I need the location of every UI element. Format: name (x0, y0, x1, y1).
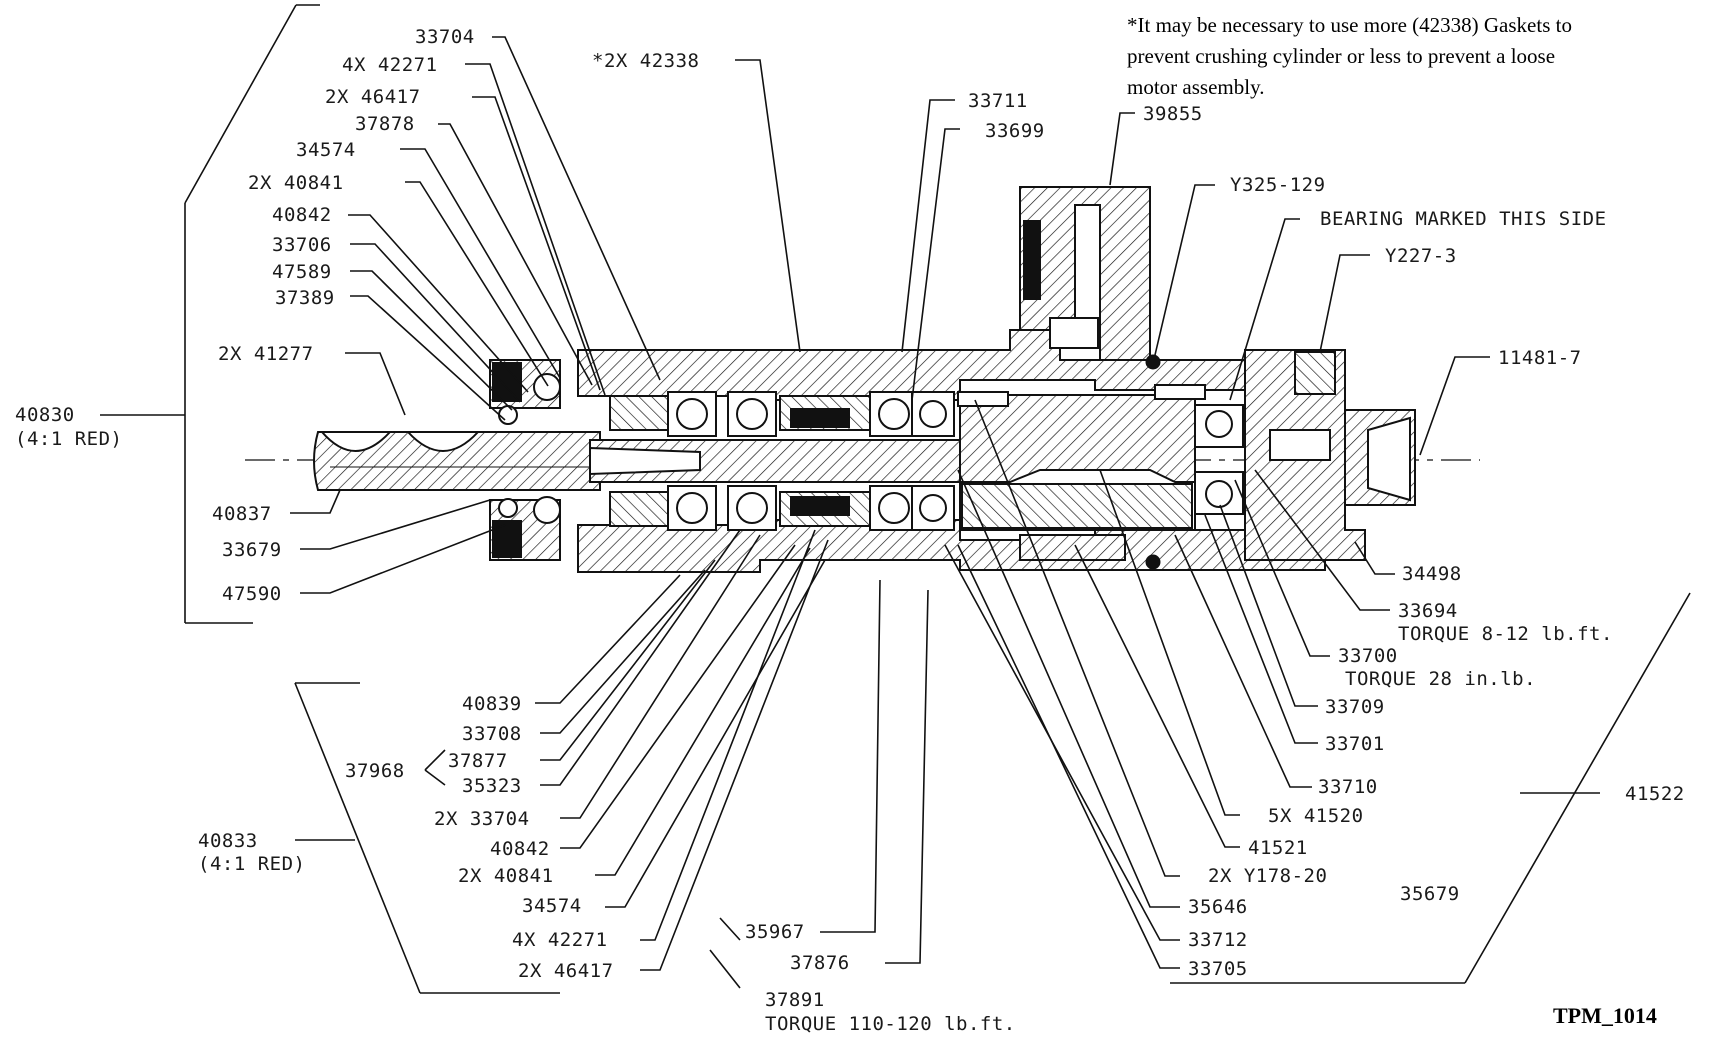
label-40833-ratio: (4:1 RED) (198, 853, 305, 875)
rotor-vanes (961, 483, 1193, 529)
label-y178-20: 2X Y178-20 (1208, 865, 1327, 887)
label-33704-a: 33704 (415, 26, 475, 48)
label-40842-b: 40842 (490, 838, 550, 860)
label-35967: 35967 (745, 921, 805, 943)
label-33704-b: 2X 33704 (434, 808, 530, 830)
label-42271-a: 4X 42271 (342, 54, 438, 76)
label-40839: 40839 (462, 693, 522, 715)
label-33699: 33699 (985, 120, 1045, 142)
label-40837: 40837 (212, 503, 272, 525)
label-y325-129: Y325-129 (1230, 174, 1326, 196)
throttle-spring (1023, 220, 1041, 300)
note-line-2: prevent crushing cylinder or less to pre… (1127, 44, 1555, 68)
label-37389: 37389 (275, 287, 335, 309)
label-33694: 33694 (1398, 600, 1458, 622)
label-37877: 37877 (448, 750, 508, 772)
label-bearing-marked: BEARING MARKED THIS SIDE (1320, 208, 1607, 230)
seal-bottom (492, 520, 522, 558)
label-y227-3: Y227-3 (1385, 245, 1457, 267)
handle-housing (1019, 186, 1151, 361)
label-37876: 37876 (790, 952, 850, 974)
label-11481-7: 11481-7 (1498, 347, 1582, 369)
label-33711: 33711 (968, 90, 1028, 112)
label-35646: 35646 (1188, 896, 1248, 918)
label-42338: *2X 42338 (592, 50, 699, 72)
label-34574-a: 34574 (296, 139, 356, 161)
label-37891: 37891 (765, 989, 825, 1011)
assembly-section (245, 186, 1480, 573)
label-46417-a: 2X 46417 (325, 86, 421, 108)
note-line-3: motor assembly. (1127, 75, 1264, 99)
label-37891-torque: TORQUE 110-120 lb.ft. (765, 1013, 1016, 1035)
label-40830-ratio: (4:1 RED) (15, 428, 122, 450)
label-41520: 5X 41520 (1268, 805, 1364, 827)
label-34574-b: 34574 (522, 895, 582, 917)
label-46417-b: 2X 46417 (518, 960, 614, 982)
label-33700-torque: TORQUE 28 in.lb. (1345, 668, 1536, 690)
shaft-groove-1 (319, 431, 393, 452)
label-33710: 33710 (1318, 776, 1378, 798)
label-33708: 33708 (462, 723, 522, 745)
bracket-lines (100, 4, 1691, 994)
shaft-groove-2 (405, 431, 481, 452)
label-40830: 40830 (15, 404, 75, 426)
label-33700: 33700 (1338, 645, 1398, 667)
label-41521: 41521 (1248, 837, 1308, 859)
label-41277: 2X 41277 (218, 343, 314, 365)
label-33712: 33712 (1188, 929, 1248, 951)
label-40841-a: 2X 40841 (248, 172, 344, 194)
label-35323: 35323 (462, 775, 522, 797)
label-47589: 47589 (272, 261, 332, 283)
label-42271-b: 4X 42271 (512, 929, 608, 951)
label-34498: 34498 (1402, 563, 1462, 585)
label-35679: 35679 (1400, 883, 1460, 905)
label-37968: 37968 (345, 760, 405, 782)
label-41522: 41522 (1625, 783, 1685, 805)
label-40833: 40833 (198, 830, 258, 852)
drawing-code: TPM_1014 (1553, 1003, 1657, 1028)
label-33706: 33706 (272, 234, 332, 256)
label-40842-a: 40842 (272, 204, 332, 226)
leader-lines (290, 36, 1490, 971)
label-47590: 47590 (222, 583, 282, 605)
label-33701: 33701 (1325, 733, 1385, 755)
label-37878: 37878 (355, 113, 415, 135)
output-shaft (313, 431, 601, 491)
label-33709: 33709 (1325, 696, 1385, 718)
part-labels: 33704 4X 42271 2X 46417 37878 34574 2X 4… (15, 26, 1685, 1035)
label-39855: 39855 (1143, 103, 1203, 125)
note-line-1: *It may be necessary to use more (42338)… (1127, 13, 1572, 37)
label-40841-b: 2X 40841 (458, 865, 554, 887)
housing-top (577, 329, 1326, 401)
label-33694-torque: TORQUE 8-12 lb.ft. (1398, 623, 1613, 645)
bearings (667, 391, 1244, 531)
label-33705: 33705 (1188, 958, 1248, 980)
label-33679: 33679 (222, 539, 282, 561)
